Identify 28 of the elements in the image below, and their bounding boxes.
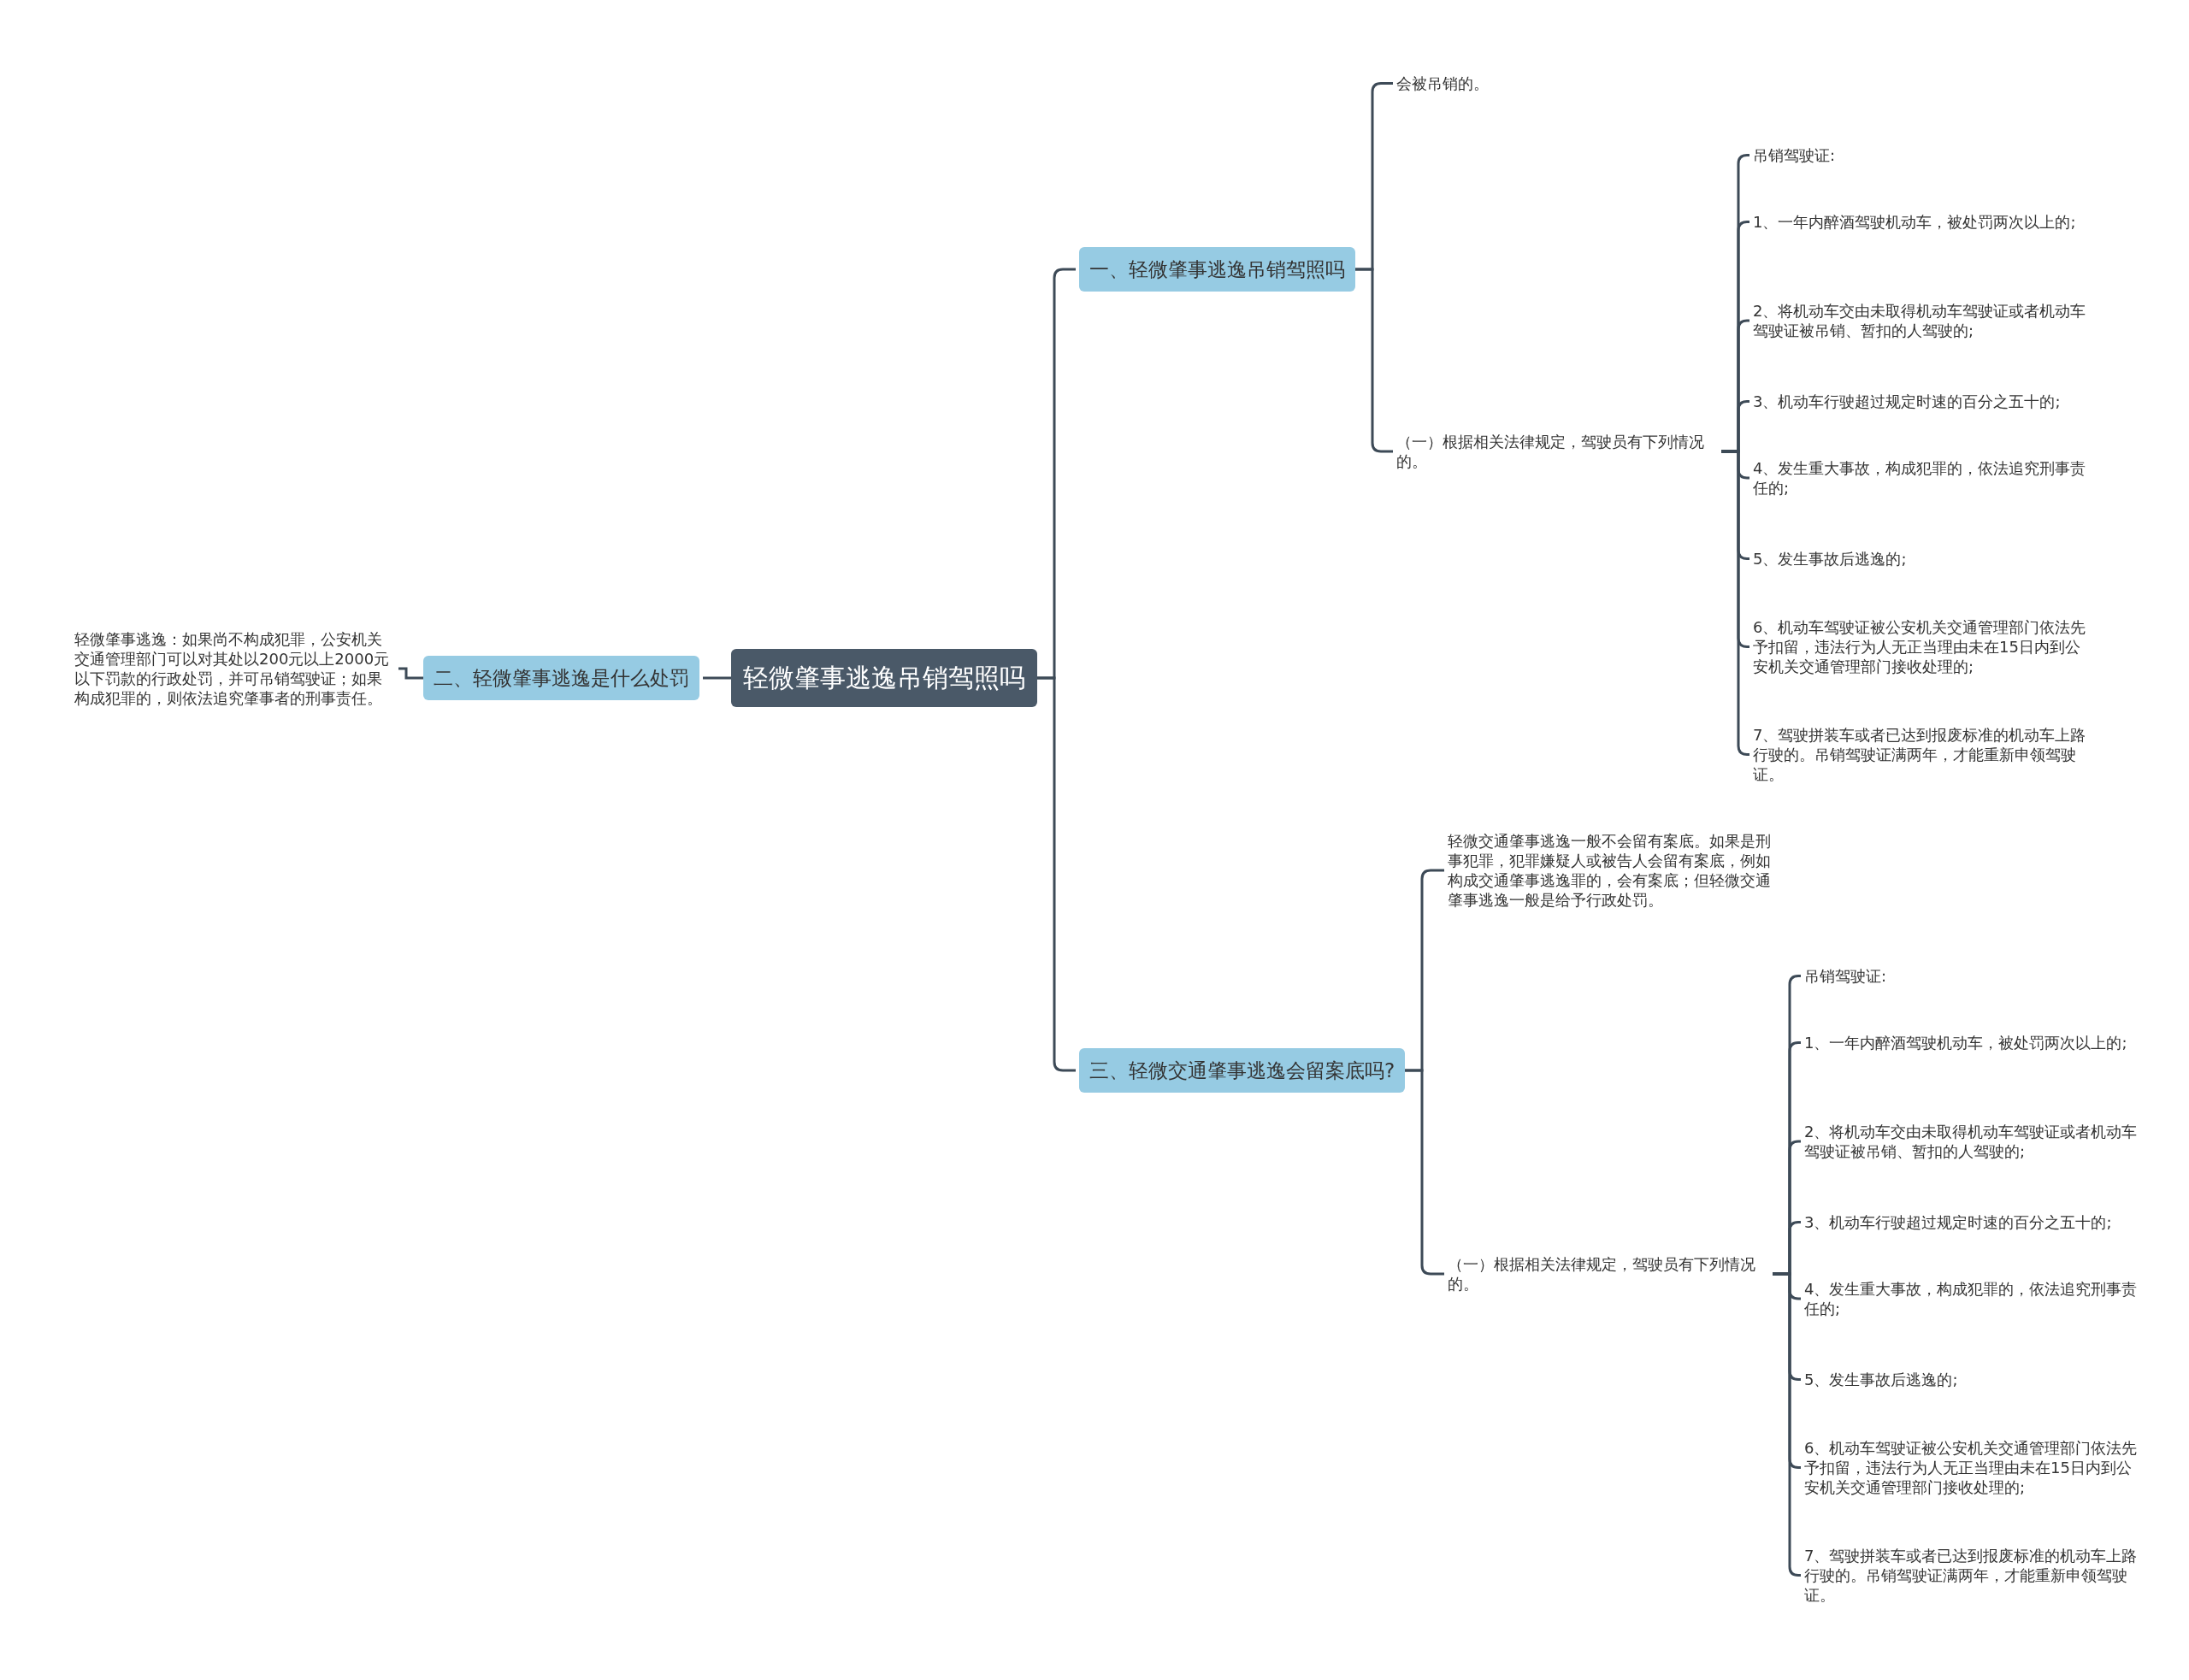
topic-text: 6、机动车驾驶证被公安机关交通管理部门依法先予扣留，违法行为人无正当理由未在15日内到公安机关交通管理部门接收处理的; <box>1753 617 2087 676</box>
topic-text: （一）根据相关法律规定，驾驶员有下列情况的。 <box>1448 1254 1756 1294</box>
topic-text: 会被吊销的。 <box>1396 74 1490 93</box>
topic-text: 2、将机动车交由未取得机动车驾驶证或者机动车驾驶证被吊销、暂扣的人驾驶的; <box>1804 1122 2139 1161</box>
topic-box: 三、轻微交通肇事逃逸会留案底吗? <box>1079 1048 1406 1093</box>
topic-text: （一）根据相关法律规定，驾驶员有下列情况的。 <box>1396 432 1705 471</box>
topic-text: 7、驾驶拼装车或者已达到报废标准的机动车上路行驶的。吊销驾驶证满两年，才能重新申领驾驶证。 <box>1753 725 2087 784</box>
topic-text: 4、发生重大事故，构成犯罪的，依法追究刑事责任的; <box>1753 458 2087 498</box>
topic-text: 轻微交通肇事逃逸一般不会留有案底。如果是刑事犯罪，犯罪嫌疑人或被告人会留有案底，例如构成交通肇事逃逸罪的，会有案底；但轻微交通肇事逃逸一般是给予行政处罚。 <box>1448 831 1772 910</box>
topic-text: 1、一年内醉酒驾驶机动车，被处罚两次以上的; <box>1804 1033 2128 1052</box>
topic-box: 一、轻微肇事逃逸吊销驾照吗 <box>1079 247 1355 292</box>
topic-text: 吊销驾驶证: <box>1753 145 1837 165</box>
topic-text: 3、机动车行驶超过规定时速的百分之五十的; <box>1804 1212 2113 1232</box>
topic-text: 5、发生事故后逃逸的; <box>1753 549 1908 569</box>
topic-text: 7、驾驶拼装车或者已达到报废标准的机动车上路行驶的。吊销驾驶证满两年，才能重新申领驾驶证。 <box>1804 1546 2139 1605</box>
connector-line <box>703 676 731 680</box>
topic-text: 2、将机动车交由未取得机动车驾驶证或者机动车驾驶证被吊销、暂扣的人驾驶的; <box>1753 301 2087 340</box>
topic-text: 1、一年内醉酒驾驶机动车，被处罚两次以上的; <box>1753 212 2077 232</box>
topic-text: 吊销驾驶证: <box>1804 966 1888 986</box>
topic-text: 5、发生事故后逃逸的; <box>1804 1370 1959 1389</box>
connector-line <box>1037 676 1076 1072</box>
topic-box: 二、轻微肇事逃逸是什么处罚 <box>423 656 699 700</box>
topic-text: 3、机动车行驶超过规定时速的百分之五十的; <box>1753 392 2062 411</box>
connector-line <box>398 667 423 680</box>
topic-text: 4、发生重大事故，构成犯罪的，依法追究刑事责任的; <box>1804 1279 2139 1318</box>
central-topic-box: 轻微肇事逃逸吊销驾照吗 <box>731 649 1037 707</box>
topic-text: 6、机动车驾驶证被公安机关交通管理部门依法先予扣留，违法行为人无正当理由未在15日内到公安机关交通管理部门接收处理的; <box>1804 1438 2139 1497</box>
topic-text: 轻微肇事逃逸：如果尚不构成犯罪，公安机关交通管理部门可以对其处以200元以上2000元以下罚款的行政处罚，并可吊销驾驶证；如果构成犯罪的，则依法追究肇事者的刑事责任。 <box>74 629 391 708</box>
